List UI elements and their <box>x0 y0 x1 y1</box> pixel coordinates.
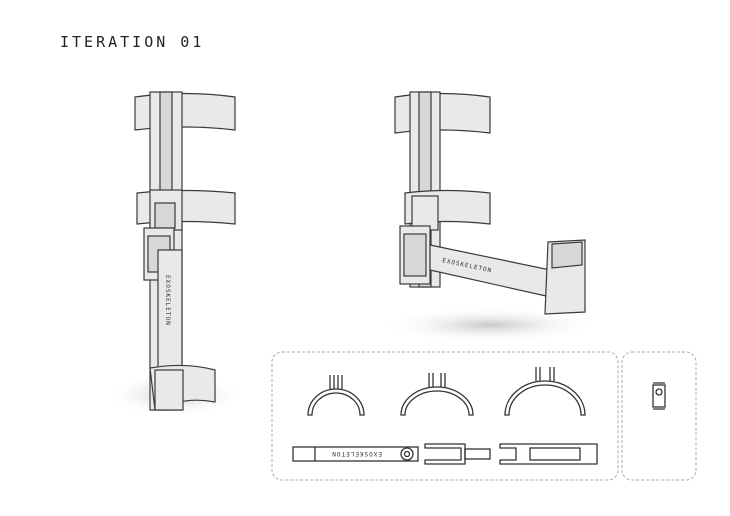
strap-large <box>504 367 586 416</box>
parts-panel: EXOSKELETON <box>271 351 697 481</box>
servo-part <box>652 382 666 410</box>
strap-medium <box>400 373 474 416</box>
exoskeleton-lettering: EXOSKELETON <box>164 275 171 326</box>
strap-small <box>307 375 365 416</box>
upper-strap <box>394 92 491 134</box>
exoskeleton-lettering: EXOSKELETON <box>331 450 382 457</box>
exoskeleton-upright-view: EXOSKELETON <box>105 91 245 417</box>
knee-connector-flat <box>424 443 491 465</box>
page-title: ITERATION 01 <box>60 33 205 51</box>
exoskeleton-bent-view: EXOSKELETON <box>380 91 600 343</box>
bar-exoskeleton-flat: EXOSKELETON <box>292 446 419 462</box>
lower-bar-flat <box>499 443 598 465</box>
lower-arm <box>429 244 561 299</box>
